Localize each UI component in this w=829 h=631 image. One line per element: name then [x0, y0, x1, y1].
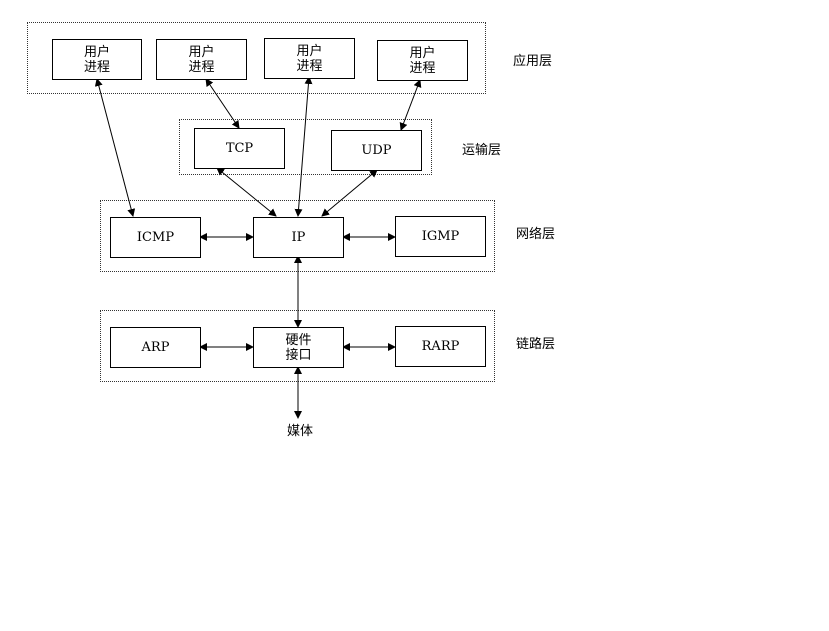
- tcp-label: TCP: [225, 141, 254, 156]
- user-process-box-3: 用户 进程: [264, 38, 355, 79]
- application-layer-group: [27, 22, 486, 94]
- arrow-tcp-ip: [216, 167, 277, 217]
- network-layer-label: 网络层: [516, 227, 556, 242]
- ip-label: IP: [291, 230, 306, 245]
- igmp-box: IGMP: [395, 216, 486, 257]
- tcp-box: TCP: [194, 128, 285, 169]
- user-process-box-2: 用户 进程: [156, 39, 247, 80]
- arp-label: ARP: [141, 340, 170, 355]
- udp-label: UDP: [361, 143, 392, 158]
- user-process-label: 用户 进程: [83, 44, 110, 75]
- user-process-label: 用户 进程: [188, 44, 215, 75]
- arrow-user3-ip: [294, 76, 313, 217]
- arrow-user1-icmp: [94, 78, 136, 217]
- link-layer-label: 链路层: [516, 337, 556, 352]
- rarp-box: RARP: [395, 326, 486, 367]
- rarp-label: RARP: [421, 339, 460, 354]
- transport-layer-label: 运输层: [462, 143, 502, 158]
- user-process-label: 用户 进程: [296, 43, 323, 74]
- arrow-user2-tcp: [205, 78, 240, 129]
- hardware-interface-label: 硬件 接口: [285, 332, 312, 363]
- icmp-box: ICMP: [110, 217, 201, 258]
- ip-box: IP: [253, 217, 344, 258]
- application-layer-label: 应用层: [513, 54, 553, 69]
- arrow-udp-ip: [321, 169, 378, 217]
- udp-box: UDP: [331, 130, 422, 171]
- icmp-label: ICMP: [136, 230, 175, 245]
- igmp-label: IGMP: [421, 229, 460, 244]
- hardware-interface-box: 硬件 接口: [253, 327, 344, 368]
- user-process-label: 用户 进程: [409, 45, 436, 76]
- arrow-user4-udp: [399, 79, 422, 131]
- arp-box: ARP: [110, 327, 201, 368]
- media-label: 媒体: [287, 424, 314, 439]
- user-process-box-1: 用户 进程: [52, 39, 142, 80]
- user-process-box-4: 用户 进程: [377, 40, 468, 81]
